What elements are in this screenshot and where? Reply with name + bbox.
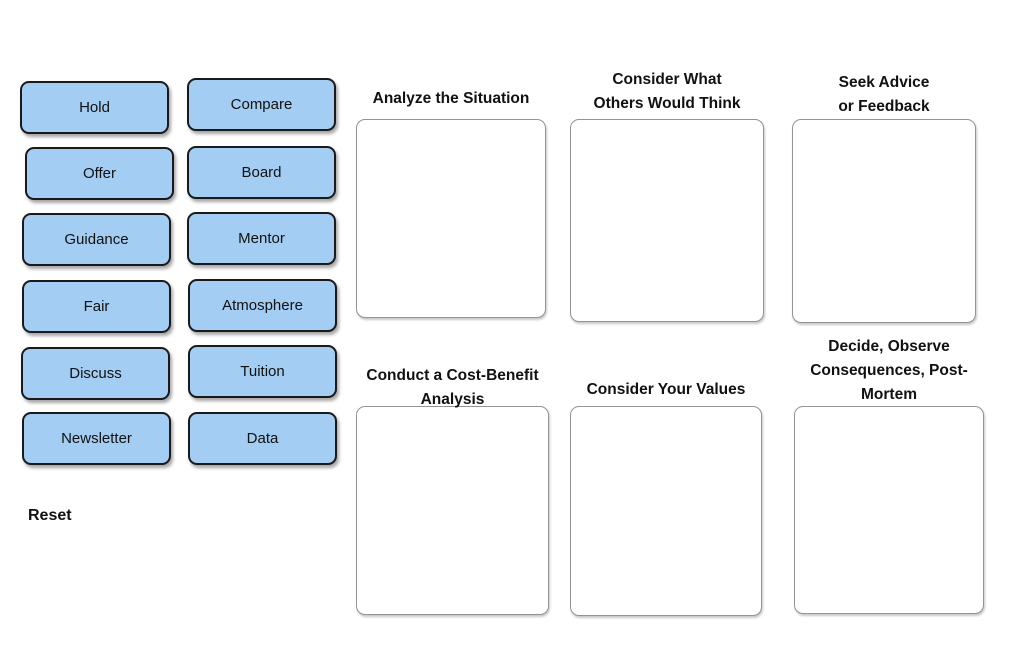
tile-newsletter[interactable]: Newsletter bbox=[22, 412, 171, 465]
dropzone-analyze-the-situation[interactable]: Analyze the Situation bbox=[356, 90, 546, 318]
reset-button[interactable]: Reset bbox=[28, 507, 72, 524]
dropzone-title-conduct-cost-benefit-analysis: Conduct a Cost-Benefit Analysis bbox=[335, 364, 571, 412]
dropzone-consider-what-others-would-think[interactable]: Consider What Others Would Think bbox=[570, 71, 764, 322]
dropzone-title-seek-advice-or-feedback: Seek Advice or Feedback bbox=[766, 71, 1002, 119]
tile-compare[interactable]: Compare bbox=[187, 78, 336, 131]
title-line: Decide, Observe bbox=[828, 338, 950, 355]
title-line: or Feedback bbox=[838, 98, 930, 115]
title-line: Consider What bbox=[612, 71, 722, 88]
dropzone-consider-your-values[interactable]: Consider Your Values bbox=[570, 381, 762, 616]
tile-board[interactable]: Board bbox=[187, 146, 336, 199]
title-line: Conduct a Cost-Benefit bbox=[366, 367, 539, 384]
dropzone-conduct-cost-benefit-analysis[interactable]: Conduct a Cost-Benefit Analysis bbox=[356, 367, 549, 615]
dropzone-decide-observe-consequences-post-mortem[interactable]: Decide, Observe Consequences, Post- Mort… bbox=[794, 338, 984, 614]
tile-discuss[interactable]: Discuss bbox=[21, 347, 170, 400]
tile-fair[interactable]: Fair bbox=[22, 280, 171, 333]
tile-data[interactable]: Data bbox=[188, 412, 337, 465]
tile-guidance[interactable]: Guidance bbox=[22, 213, 171, 266]
tile-atmosphere[interactable]: Atmosphere bbox=[188, 279, 337, 332]
dropzone-seek-advice-or-feedback[interactable]: Seek Advice or Feedback bbox=[792, 74, 976, 323]
title-line: Analysis bbox=[420, 391, 485, 408]
title-line: Mortem bbox=[861, 386, 917, 403]
tile-tuition[interactable]: Tuition bbox=[188, 345, 337, 398]
dropzone-title-analyze-the-situation: Analyze the Situation bbox=[333, 87, 569, 111]
dropzone-title-consider-your-values: Consider Your Values bbox=[548, 378, 784, 402]
title-line: Analyze the Situation bbox=[372, 90, 530, 107]
title-line: Seek Advice bbox=[838, 74, 930, 91]
tile-mentor[interactable]: Mentor bbox=[187, 212, 336, 265]
dropzone-title-consider-what-others-would-think: Consider What Others Would Think bbox=[549, 68, 785, 116]
title-line: Consider Your Values bbox=[586, 381, 746, 398]
tile-offer[interactable]: Offer bbox=[25, 147, 174, 200]
tile-hold[interactable]: Hold bbox=[20, 81, 169, 134]
title-line: Others Would Think bbox=[593, 95, 741, 112]
title-line: Consequences, Post- bbox=[810, 362, 968, 379]
dropzone-title-decide-observe-consequences-post-mortem: Decide, Observe Consequences, Post- Mort… bbox=[771, 335, 1007, 407]
